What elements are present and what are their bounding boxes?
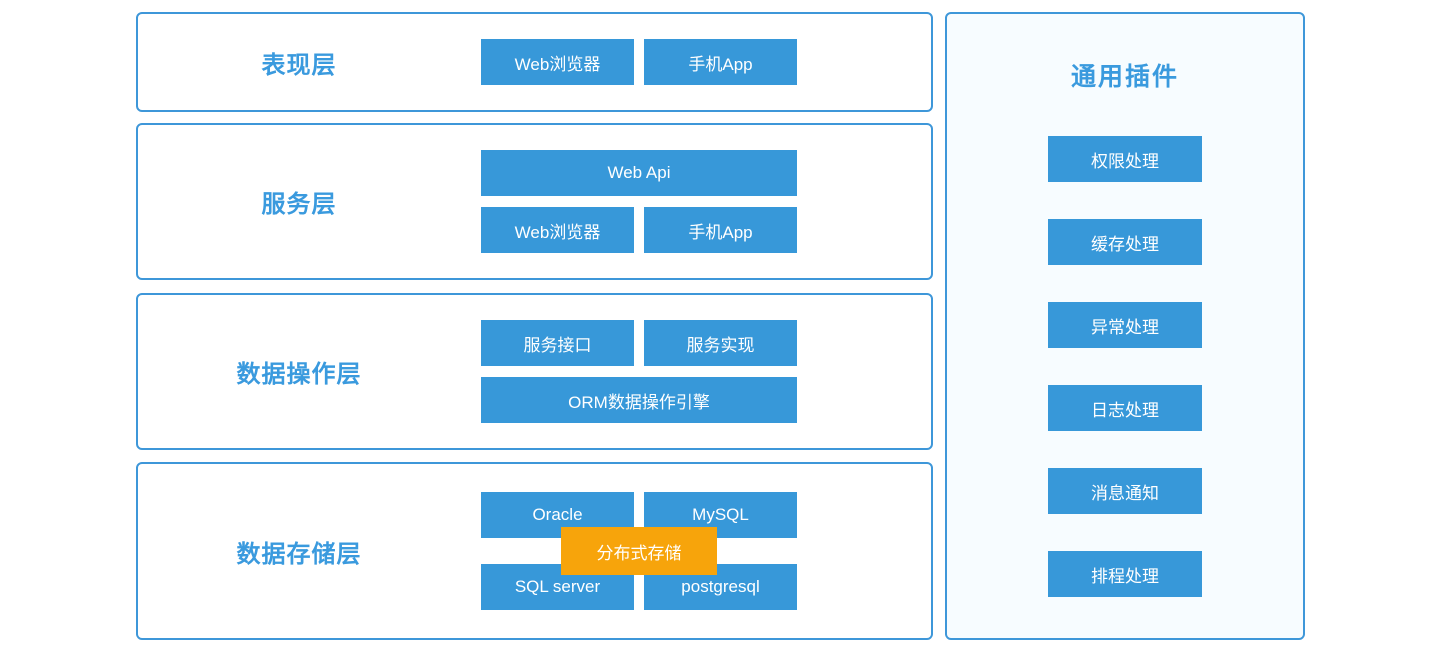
layer-title-data-storage: 数据存储层 — [236, 540, 362, 568]
plugin-schedule-handling: 排程处理 — [1048, 551, 1202, 597]
layer-title-presentation: 表现层 — [261, 51, 337, 79]
layer-service: 服务层 Web Api Web浏览器 手机App — [136, 123, 933, 280]
block-orm-engine: ORM数据操作引擎 — [481, 377, 797, 423]
layer-data-operation-blocks: 服务接口 服务实现 ORM数据操作引擎 — [481, 320, 797, 423]
block-distributed-storage: 分布式存储 — [561, 527, 717, 575]
plugin-cache-handling: 缓存处理 — [1048, 219, 1202, 265]
layer-data-storage-blocks: Oracle MySQL SQL server postgresql 分布式存储 — [481, 492, 797, 610]
block-web-browser: Web浏览器 — [481, 39, 634, 85]
layer-data-operation: 数据操作层 服务接口 服务实现 ORM数据操作引擎 — [136, 293, 933, 450]
block-oracle: Oracle — [481, 492, 634, 538]
block-postgresql: postgresql — [644, 564, 797, 610]
block-row: 服务接口 服务实现 — [481, 320, 797, 366]
layer-title-service: 服务层 — [261, 191, 337, 218]
layer-title-data-operation: 数据操作层 — [236, 361, 362, 388]
layer-presentation: 表现层 Web浏览器 手机App — [136, 12, 933, 112]
block-row: ORM数据操作引擎 — [481, 377, 797, 423]
layer-service-blocks: Web Api Web浏览器 手机App — [481, 150, 797, 253]
layer-data-storage: 数据存储层 Oracle MySQL SQL server postgresql… — [136, 462, 933, 640]
block-web-browser: Web浏览器 — [481, 207, 634, 253]
block-sql-server: SQL server — [481, 564, 634, 610]
plugin-exception-handling: 异常处理 — [1048, 302, 1202, 348]
plugin-log-handling: 日志处理 — [1048, 385, 1202, 431]
block-row: Web浏览器 手机App — [481, 39, 797, 85]
block-web-api: Web Api — [481, 150, 797, 196]
plugins-panel: 通用插件 权限处理 缓存处理 异常处理 日志处理 消息通知 排程处理 — [945, 12, 1305, 640]
block-mobile-app: 手机App — [644, 39, 797, 85]
plugin-message-notification: 消息通知 — [1048, 468, 1202, 514]
plugins-panel-title: 通用插件 — [1070, 63, 1179, 91]
block-service-interface: 服务接口 — [481, 320, 634, 366]
block-mobile-app: 手机App — [644, 207, 797, 253]
layer-presentation-blocks: Web浏览器 手机App — [481, 39, 797, 85]
block-service-implementation: 服务实现 — [644, 320, 797, 366]
block-row: Web浏览器 手机App — [481, 207, 797, 253]
block-row: SQL server postgresql — [481, 564, 797, 610]
block-row: Web Api — [481, 150, 797, 196]
plugin-permission-handling: 权限处理 — [1048, 136, 1202, 182]
